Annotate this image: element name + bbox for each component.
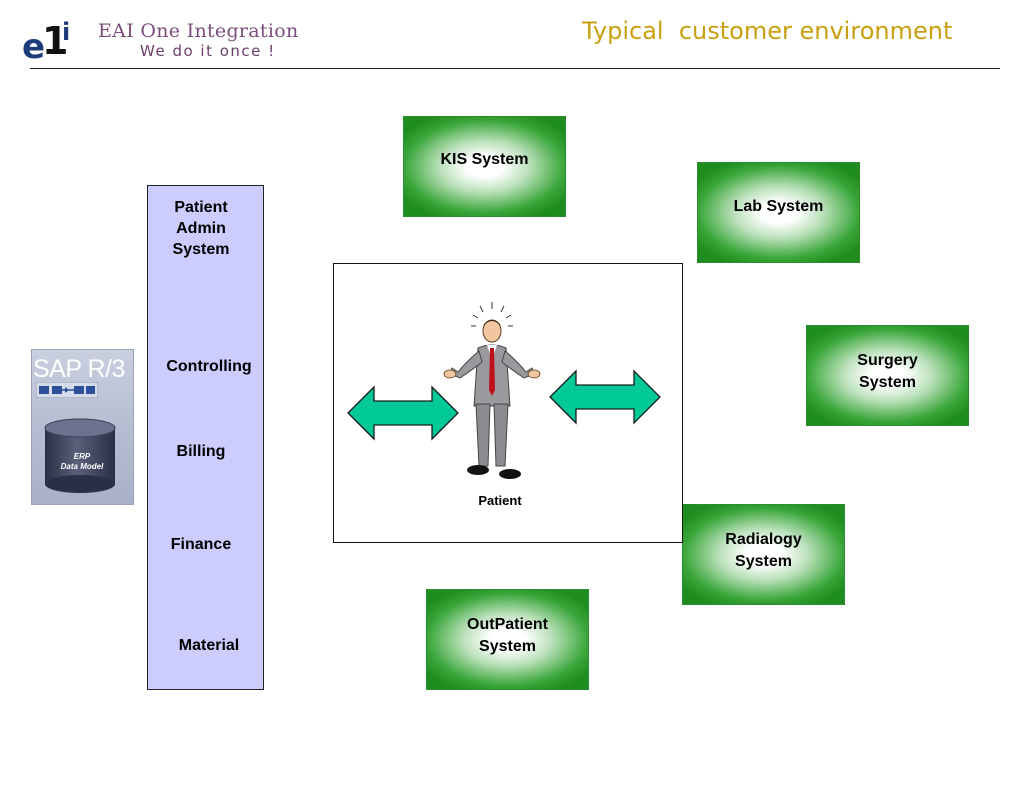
surgery-system-box: Surgery System <box>806 325 969 426</box>
network-bar-icon <box>36 382 98 398</box>
logo-tagline: We do it once ! <box>140 42 276 60</box>
module-patient-admin-line3: System <box>172 241 230 258</box>
header-divider <box>30 68 1000 69</box>
outpatient-system-box: OutPatient System <box>426 589 589 690</box>
radiology-system-box: Radialogy System <box>682 504 845 605</box>
data-model-label: Data Model <box>60 462 104 471</box>
module-billing: Billing <box>176 443 226 460</box>
patient-label: Patient <box>478 493 522 508</box>
surgery-system-label-line1: Surgery <box>857 352 918 369</box>
surgery-system-label-line2: System <box>859 374 916 391</box>
module-patient-admin: Patient Admin System <box>160 197 242 260</box>
radiology-system-label-line1: Radialogy <box>725 531 802 548</box>
radiology-system-label-line2: System <box>735 553 792 570</box>
slide-title: Typical customer environment <box>582 17 953 45</box>
double-arrow-icon <box>549 369 661 425</box>
erp-label: ERP <box>73 452 91 461</box>
svg-text:i: i <box>62 18 70 46</box>
module-patient-admin-line1: Patient <box>174 199 228 216</box>
logo-title: EAI One Integration <box>98 20 299 42</box>
person-shrugging-icon <box>443 302 541 479</box>
lab-system-label: Lab System <box>733 197 824 215</box>
sap-title: SAP R/3 <box>33 355 125 383</box>
svg-text:e: e <box>22 27 45 64</box>
module-controlling: Controlling <box>166 358 252 375</box>
module-material: Material <box>178 637 240 654</box>
module-finance: Finance <box>170 536 232 553</box>
double-arrow-icon <box>347 385 459 441</box>
outpatient-system-label-line1: OutPatient <box>467 616 548 633</box>
logo-icon: e 1 i <box>22 18 70 64</box>
database-icon <box>44 418 116 493</box>
svg-text:1: 1 <box>42 19 68 63</box>
module-column <box>147 185 264 690</box>
module-patient-admin-line2: Admin <box>176 220 226 237</box>
kis-system-label: KIS System <box>440 151 529 168</box>
outpatient-system-label-line2: System <box>479 638 536 655</box>
lab-system-box: Lab System <box>697 162 860 263</box>
kis-system-box: KIS System <box>403 116 566 217</box>
